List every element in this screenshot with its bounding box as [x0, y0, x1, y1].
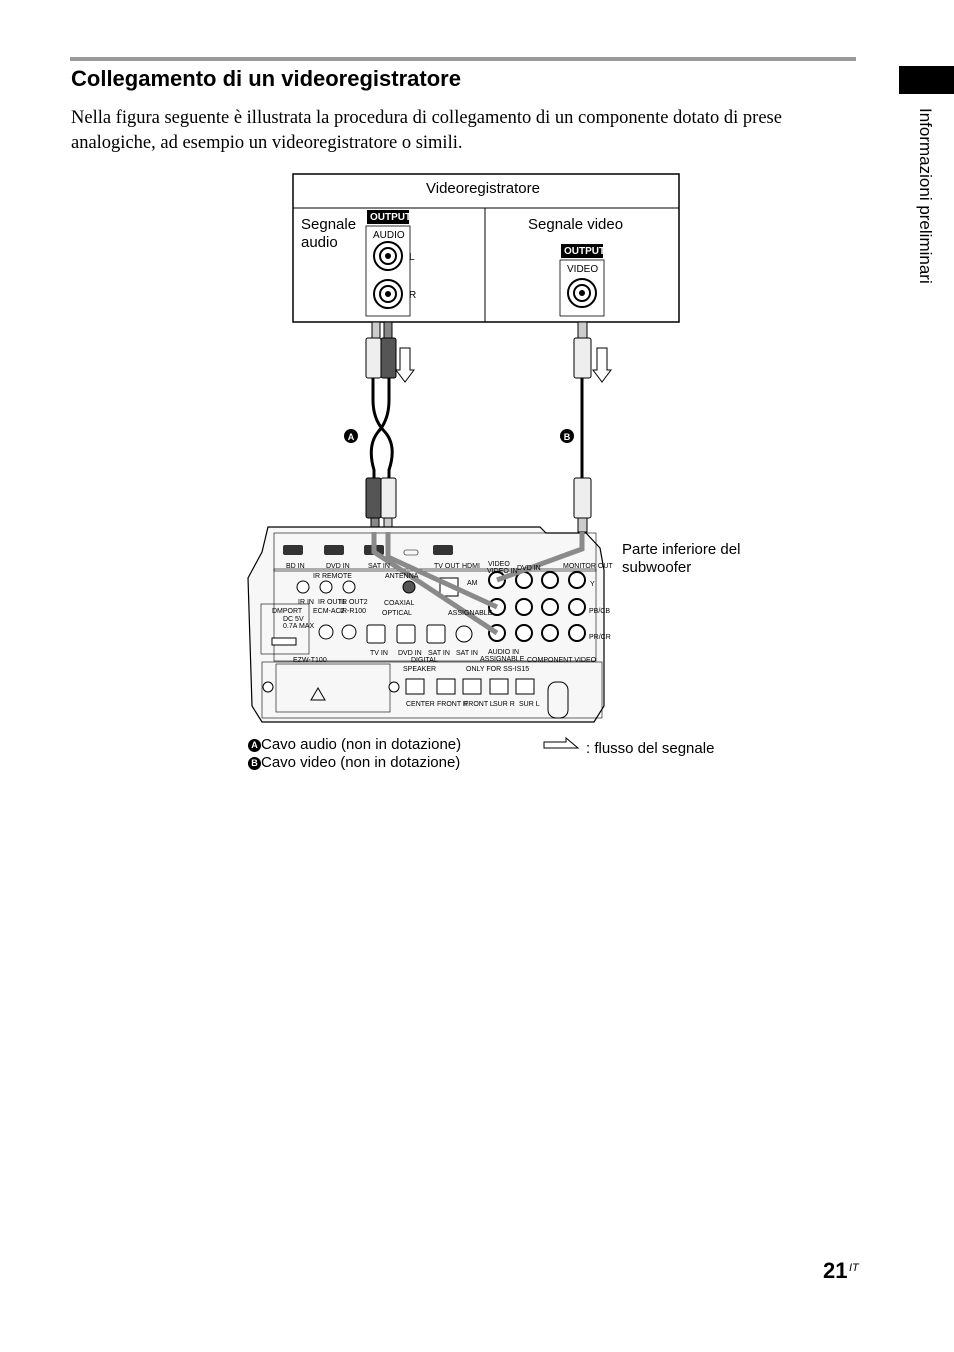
cable-a-marker-icon: [344, 429, 358, 443]
legend-cable-a-text: Cavo audio (non in dotazione): [261, 736, 462, 753]
hdmi-port-dvd: [324, 545, 344, 555]
antenna-label: ANTENNA: [385, 573, 419, 580]
video-signal-label: Segnale video: [528, 216, 624, 233]
subwoofer-label-2: subwoofer: [622, 559, 692, 576]
hdmi-port-tvout: [433, 545, 453, 555]
optical-label: OPTICAL: [382, 610, 412, 617]
monitor-out-label: MONITOR OUT: [563, 563, 613, 570]
pb-label: PB/CB: [589, 608, 611, 615]
coax-sat-label: SAT IN: [456, 650, 478, 657]
dmport-label: DMPORT: [272, 608, 303, 615]
cable-b: [573, 321, 592, 533]
page-number: 21: [823, 1258, 848, 1283]
ezw-label: EZW-T100: [293, 657, 327, 664]
audio-in-label: AUDIO IN: [488, 649, 520, 656]
y-label: Y: [590, 581, 595, 588]
cable-a-marker: A: [348, 432, 355, 442]
subwoofer-label-1: Parte inferiore del: [622, 541, 741, 558]
route-video: [496, 532, 585, 583]
flow-arrow-audio: [395, 347, 415, 383]
cable-a: [365, 321, 397, 533]
hdmi-sat-label: SAT IN: [368, 563, 390, 570]
video-in-label: VIDEO IN: [487, 568, 518, 575]
cable-b-marker: B: [564, 432, 571, 442]
spk-frontl-label: FRONT L: [464, 701, 494, 708]
speaker-label: SPEAKER: [403, 666, 437, 673]
page-suffix: IT: [849, 1262, 859, 1274]
irr-label: IR-R100: [340, 608, 367, 615]
assignable2-label: ASSIGNABLE: [480, 656, 525, 663]
audio-jack-label: AUDIO: [373, 230, 405, 241]
ir-out2-label: IR OUT2: [340, 599, 368, 606]
audio-signal-label-1: Segnale: [301, 216, 357, 233]
ir-remote-label: IR REMOTE: [313, 573, 352, 580]
component-video-label: COMPONENT VIDEO: [527, 657, 597, 664]
legend-flow: : flusso del segnale: [586, 740, 715, 757]
opt-tv-label: TV IN: [370, 650, 388, 657]
route-audio-r: [371, 532, 499, 636]
spk-surr-label: SUR R: [493, 701, 515, 708]
video-output-panel: [559, 259, 605, 317]
video-output-text: OUTPUT: [564, 246, 606, 257]
dc-label: DC 5V: [283, 616, 304, 623]
assignable-label: ASSIGNABLE: [448, 610, 493, 617]
ir-in-label: IR IN: [298, 599, 314, 606]
hdmi-bd-label: BD IN: [286, 563, 305, 570]
ma-label: 0.7A MAX: [283, 623, 315, 630]
route-audio-l: [385, 532, 499, 610]
top-rule: [70, 57, 856, 61]
opt-sat-label: SAT IN: [428, 650, 450, 657]
cable-b-marker-icon: [560, 429, 574, 443]
am-label: AM: [467, 580, 478, 587]
legend-cable-b-text: Cavo video (non in dotazione): [261, 754, 461, 771]
spk-center-label: CENTER: [406, 701, 435, 708]
coaxial-label: COAXIAL: [384, 600, 415, 607]
audio-output-badge: [367, 210, 409, 224]
ir-out1-label: IR OUT1: [318, 599, 346, 606]
spk-frontr-label: FRONT R: [437, 701, 468, 708]
video-jack-label: VIDEO: [567, 264, 599, 275]
hdmi-dvd-label: DVD IN: [326, 563, 350, 570]
vcr-box: [292, 173, 680, 323]
only-for-label: ONLY FOR SS-IS15: [466, 666, 530, 673]
audio-signal-label-2: audio: [301, 234, 338, 251]
intro-paragraph: Nella figura seguente è illustrata la pr…: [71, 108, 782, 153]
spk-surl-label: SUR L: [519, 701, 540, 708]
dvd-in-label: DVD IN: [517, 565, 541, 572]
video-label: VIDEO: [488, 561, 510, 568]
device-label: Videoregistratore: [426, 180, 540, 197]
legend-b-badge: B: [248, 757, 261, 770]
legend-a-badge: A: [248, 739, 261, 752]
ecm-label: ECM-AC2: [313, 608, 345, 615]
hdmi-tvout-label: TV OUT: [434, 563, 460, 570]
flow-legend-icon: [543, 736, 580, 749]
hdmi-label: HDMI: [462, 563, 480, 570]
audio-output-text: OUTPUT: [370, 212, 412, 223]
digital-label: DIGITAL: [411, 657, 438, 664]
pr-label: PR/CR: [589, 634, 611, 641]
hdmi-port-bd: [283, 545, 303, 555]
flow-arrow-video: [592, 347, 612, 383]
audio-output-panel: [365, 225, 411, 317]
left-label: L: [409, 252, 415, 263]
video-output-badge: [561, 244, 603, 258]
section-title: Collegamento di un videoregistratore: [71, 66, 461, 91]
right-label: R: [409, 290, 417, 301]
opt-dvd-label: DVD IN: [398, 650, 422, 657]
side-tab-marker: [899, 66, 954, 94]
